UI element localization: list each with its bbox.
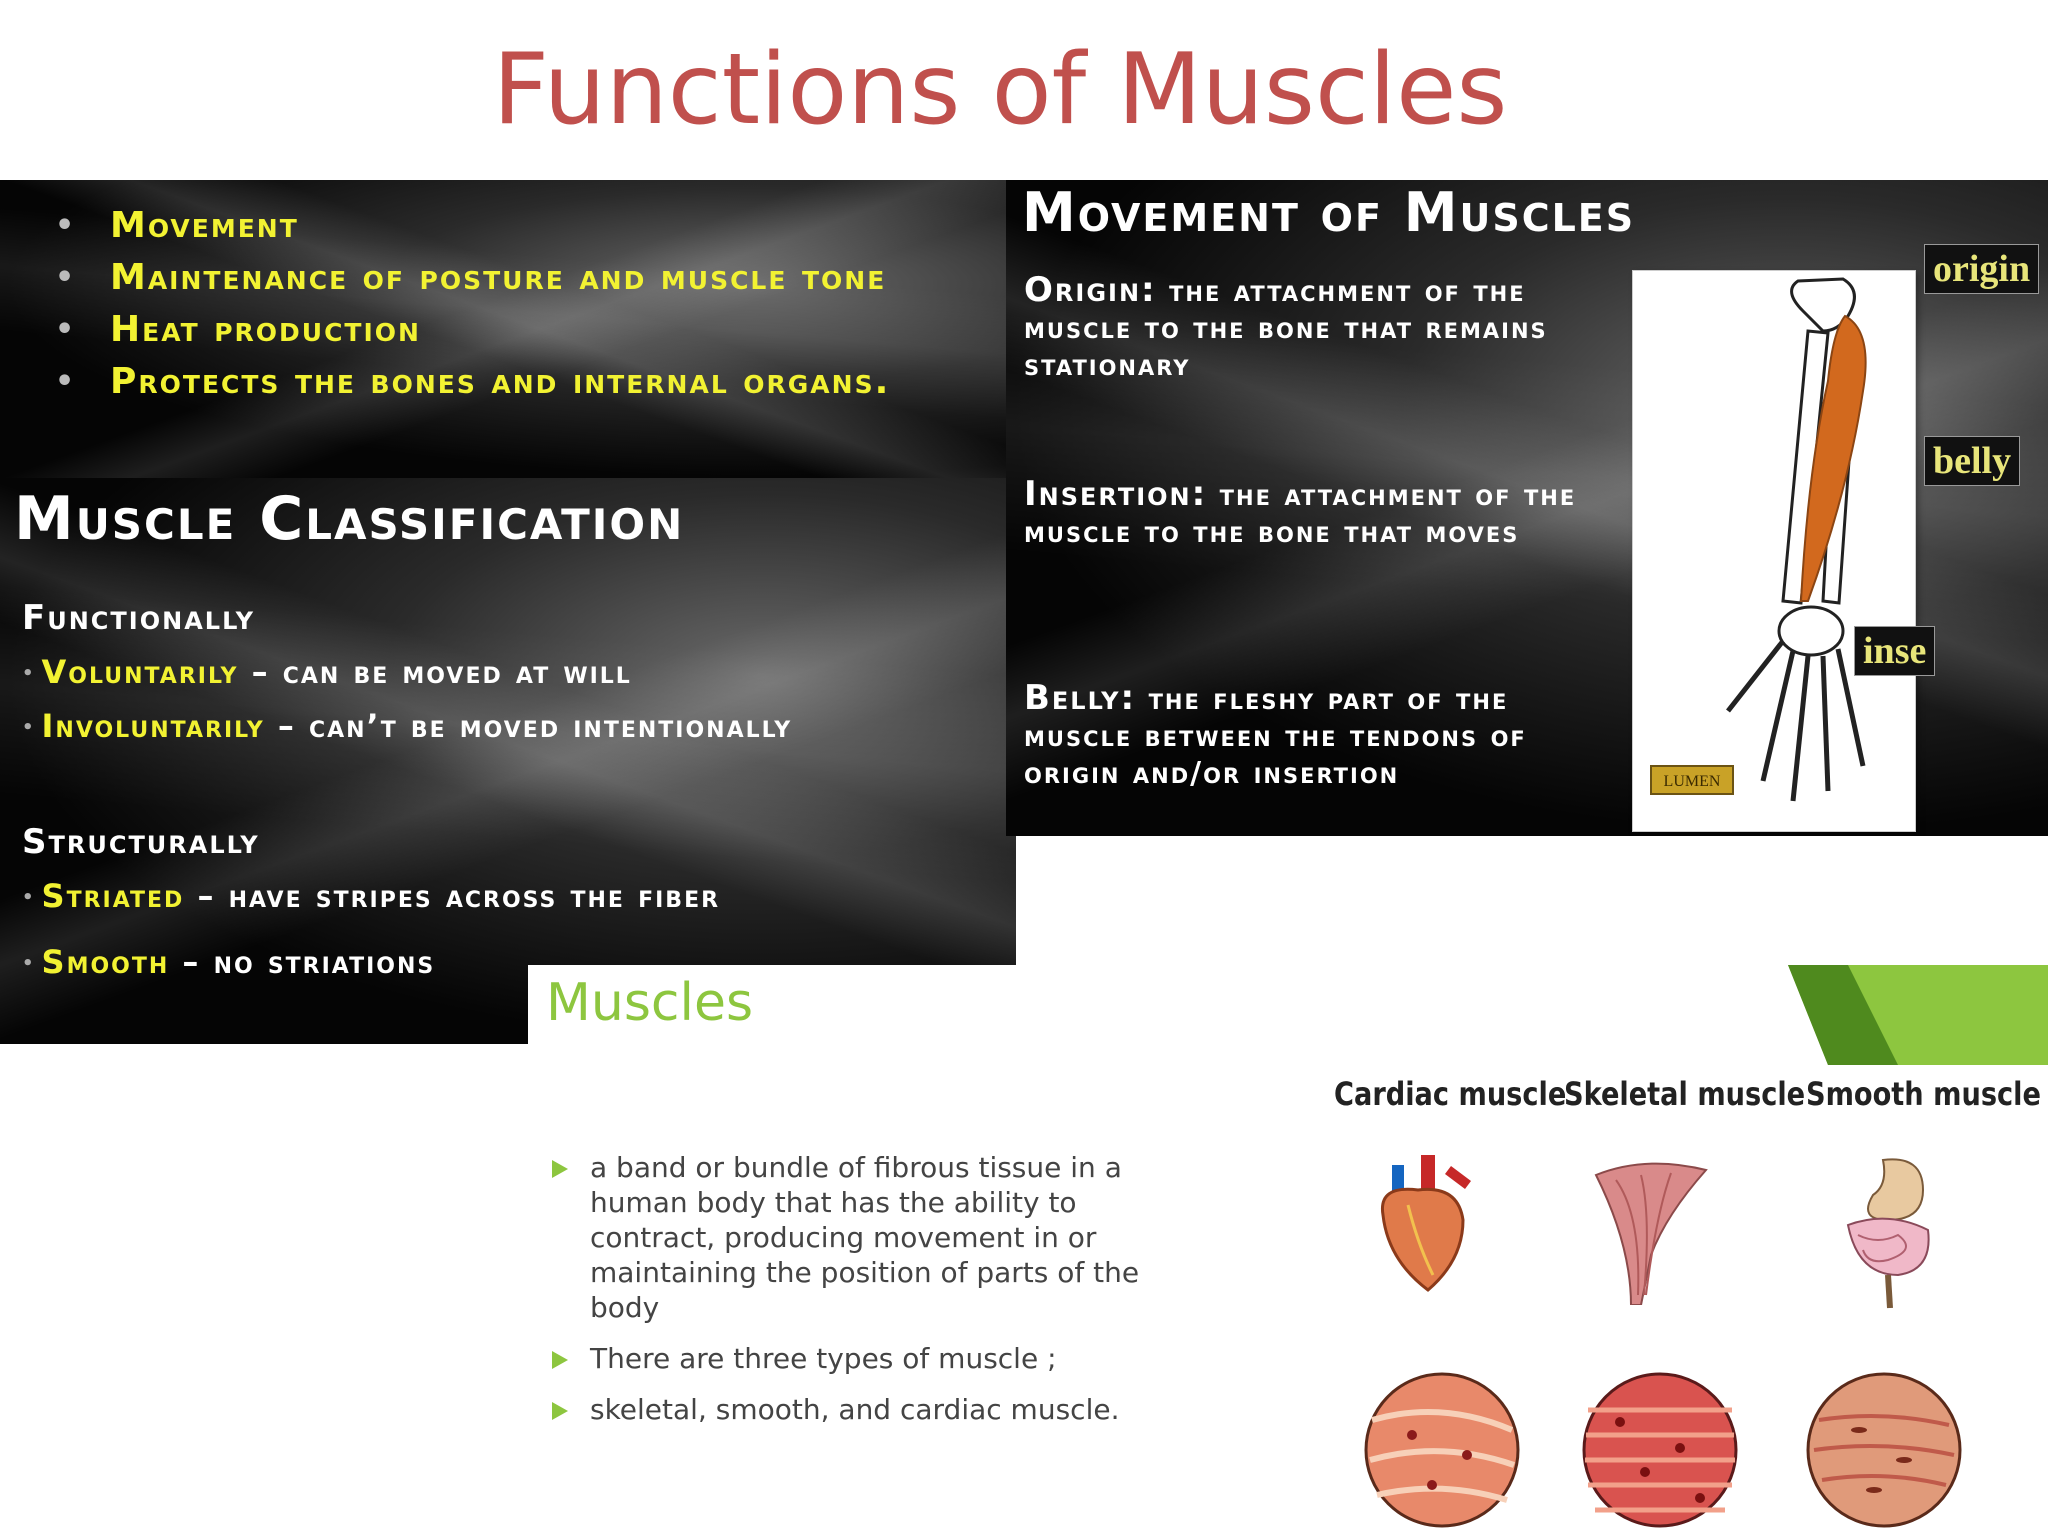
forearm-diagram: LUMEN bbox=[1632, 270, 1916, 832]
muscle-description-list: a band or bundle of fibrous tissue in a … bbox=[544, 1150, 1144, 1443]
callout-insertion: inse bbox=[1854, 626, 1936, 676]
muscle-shape bbox=[1799, 314, 1867, 602]
classification-title: Muscle Classification bbox=[14, 484, 685, 554]
cardiac-tissue-icon bbox=[1364, 1372, 1520, 1528]
function-item: Heat production bbox=[55, 310, 930, 351]
movement-slide: Movement of Muscles Origin: the attachme… bbox=[1006, 180, 2048, 836]
type-label-skeletal: Skeletal muscle bbox=[1564, 1075, 1806, 1113]
description-item: There are three types of muscle ; bbox=[544, 1341, 1144, 1376]
forearm-illustration: LUMEN bbox=[1650, 277, 1867, 802]
muscles-slide: Muscles a band or bundle of fibrous tiss… bbox=[528, 965, 2048, 1536]
class-item-smooth: •Smooth – no striations bbox=[22, 943, 436, 981]
smooth-tissue-icon bbox=[1806, 1372, 1962, 1528]
page-title: Functions of Muscles bbox=[492, 33, 1508, 147]
callout-origin: origin bbox=[1924, 244, 2040, 294]
heart-icon bbox=[1380, 1155, 1471, 1292]
skeletal-muscle-icon bbox=[1594, 1162, 1708, 1305]
skeletal-tissue-icon bbox=[1582, 1372, 1738, 1528]
class-item-voluntary: •Voluntarily – can be moved at will bbox=[22, 653, 632, 691]
functions-list: Movement Maintenance of posture and musc… bbox=[55, 206, 930, 414]
digestive-organs-icon bbox=[1846, 1158, 1930, 1309]
functions-slide: Movement Maintenance of posture and musc… bbox=[0, 180, 1006, 478]
function-item: Movement bbox=[55, 206, 930, 247]
function-item: Protects the bones and internal organs. bbox=[55, 362, 930, 403]
corner-decoration bbox=[1788, 965, 2048, 1065]
muscles-title: Muscles bbox=[546, 973, 754, 1033]
description-item: a band or bundle of fibrous tissue in a … bbox=[544, 1150, 1144, 1325]
class-item-striated: •Striated – have stripes across the fibe… bbox=[22, 877, 721, 915]
function-item: Maintenance of posture and muscle tone bbox=[55, 258, 930, 299]
class-item-involuntary: •Involuntarily – can’t be moved intentio… bbox=[22, 707, 793, 745]
definition-origin: Origin: the attachment of the muscle to … bbox=[1024, 270, 1548, 384]
movement-title: Movement of Muscles bbox=[1022, 181, 1636, 244]
classification-slide: Muscle Classification Functionally •Volu… bbox=[0, 478, 1016, 1044]
callout-belly: belly bbox=[1924, 436, 2021, 486]
description-item: skeletal, smooth, and cardiac muscle. bbox=[544, 1392, 1144, 1427]
figure-tag: LUMEN bbox=[1664, 773, 1721, 790]
definition-belly: Belly: the fleshy part of the muscle bet… bbox=[1024, 678, 1527, 792]
definition-insertion: Insertion: the attachment of the muscle … bbox=[1024, 474, 1577, 551]
functionally-heading: Functionally bbox=[22, 598, 256, 638]
structurally-heading: Structurally bbox=[22, 822, 260, 862]
type-label-smooth: Smooth muscle bbox=[1806, 1075, 2041, 1113]
type-label-cardiac: Cardiac muscle bbox=[1334, 1075, 1567, 1113]
